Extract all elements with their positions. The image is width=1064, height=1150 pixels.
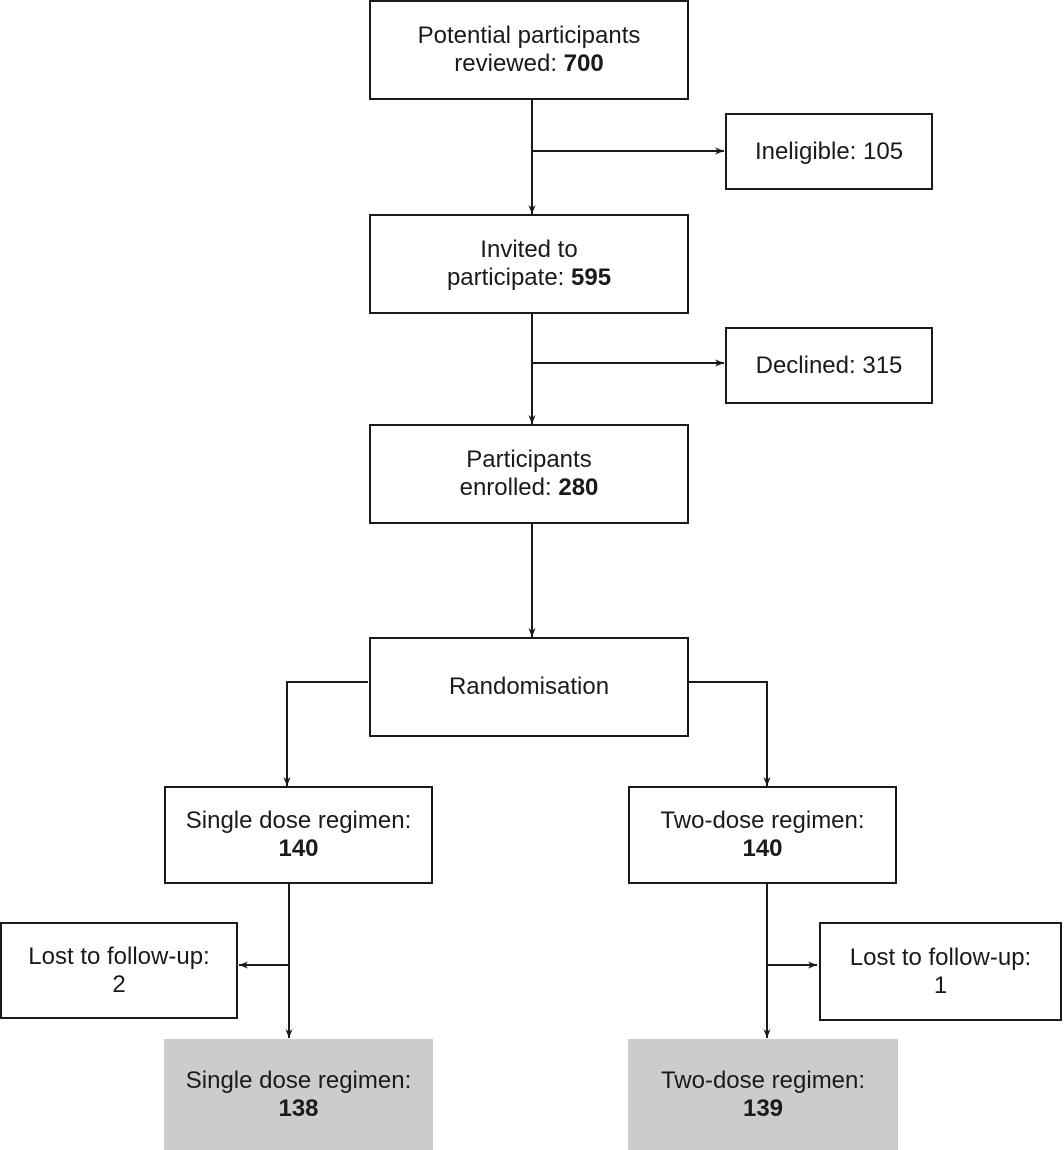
- invited-line1: Invited to: [480, 236, 578, 263]
- single-dose-label: Single dose regimen:: [185, 807, 412, 834]
- declined-label: Declined:: [755, 351, 863, 379]
- final-two-box: Two-dose regimen: 139: [628, 1039, 898, 1150]
- randomisation-box: Randomisation: [369, 637, 689, 737]
- reviewed-count: 700: [563, 50, 604, 77]
- enrolled-line2: enrolled: 280: [460, 474, 599, 502]
- randomisation-label: Randomisation: [448, 673, 610, 700]
- invited-count: 595: [571, 264, 612, 291]
- enrolled-label: enrolled:: [459, 474, 559, 501]
- reviewed-line1: Potential participants: [417, 22, 641, 49]
- lost-single-box: Lost to follow-up: 2: [0, 922, 238, 1019]
- final-two-label: Two-dose regimen:: [660, 1066, 866, 1094]
- declined-line: Declined: 315: [756, 352, 903, 380]
- lost-two-box: Lost to follow-up: 1: [819, 922, 1062, 1021]
- ineligible-label: Ineligible:: [754, 137, 864, 165]
- invited-line2: participate: 595: [447, 264, 611, 292]
- invited-box: Invited to participate: 595: [369, 214, 689, 314]
- lost-single-label: Lost to follow-up:: [28, 942, 210, 970]
- ineligible-box: Ineligible: 105: [725, 113, 933, 190]
- arrow-randomisation-to-single: [283, 681, 368, 786]
- final-single-count: 138: [278, 1094, 319, 1122]
- reviewed-line2: reviewed: 700: [454, 50, 603, 78]
- enrolled-line1: Participants: [466, 446, 592, 473]
- invited-label: participate:: [446, 264, 572, 291]
- two-dose-count: 140: [742, 835, 783, 862]
- final-two-count: 139: [742, 1094, 784, 1122]
- final-single-label: Single dose regimen:: [185, 1066, 412, 1094]
- arrow-randomisation-to-two: [689, 681, 771, 786]
- single-dose-count: 140: [278, 835, 319, 862]
- ineligible-count: 105: [863, 137, 904, 165]
- reviewed-label: reviewed:: [454, 50, 564, 77]
- reviewed-box: Potential participants reviewed: 700: [369, 0, 689, 100]
- enrolled-box: Participants enrolled: 280: [369, 424, 689, 524]
- single-dose-box: Single dose regimen: 140: [164, 786, 433, 884]
- lost-two-count: 1: [933, 971, 948, 999]
- enrolled-count: 280: [558, 474, 599, 501]
- lost-two-label: Lost to follow-up:: [849, 943, 1032, 971]
- lost-single-count: 2: [112, 970, 126, 998]
- ineligible-line: Ineligible: 105: [755, 138, 903, 166]
- declined-box: Declined: 315: [725, 327, 933, 404]
- declined-count: 315: [862, 351, 903, 379]
- two-dose-box: Two-dose regimen: 140: [628, 786, 897, 884]
- final-single-box: Single dose regimen: 138: [164, 1039, 433, 1150]
- two-dose-label: Two-dose regimen:: [660, 807, 865, 834]
